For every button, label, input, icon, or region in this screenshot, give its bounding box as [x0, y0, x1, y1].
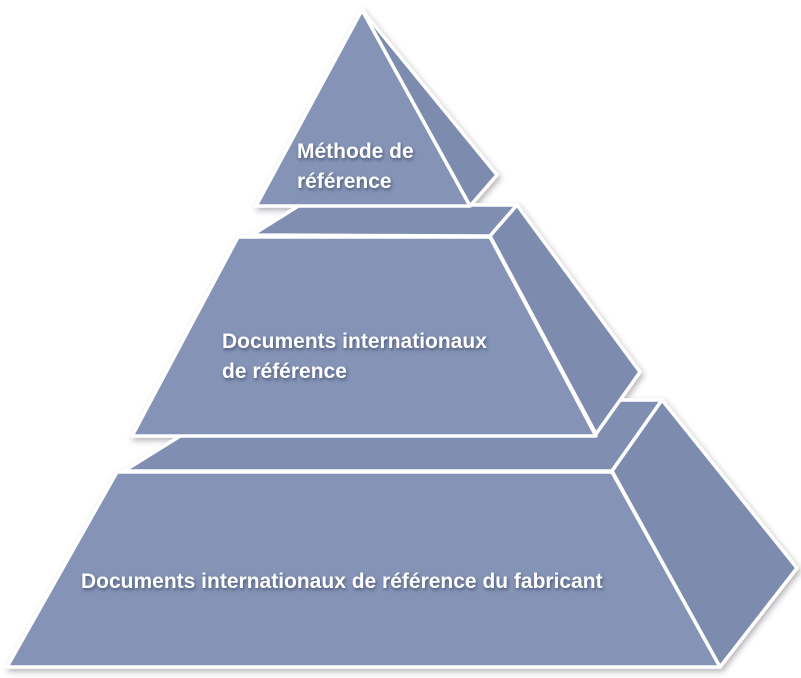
- label-line: de référence: [222, 360, 347, 384]
- middle-tier-top: [250, 203, 519, 238]
- label-line: Méthode de: [297, 140, 414, 163]
- middle-tier-front: [130, 235, 598, 438]
- top-tier-front: [254, 8, 472, 208]
- label-line: Documents internationaux de référence du…: [81, 570, 603, 593]
- label-methode-de-reference: Méthode de référence: [297, 137, 414, 198]
- label-documents-fabricant: Documents internationaux de référence du…: [81, 567, 603, 597]
- label-line: Documents internationaux: [222, 330, 487, 353]
- label-line: référence: [297, 170, 392, 194]
- bottom-tier-front: [5, 470, 722, 669]
- label-documents-internationaux-de-reference: Documents internationaux de référence: [222, 327, 487, 388]
